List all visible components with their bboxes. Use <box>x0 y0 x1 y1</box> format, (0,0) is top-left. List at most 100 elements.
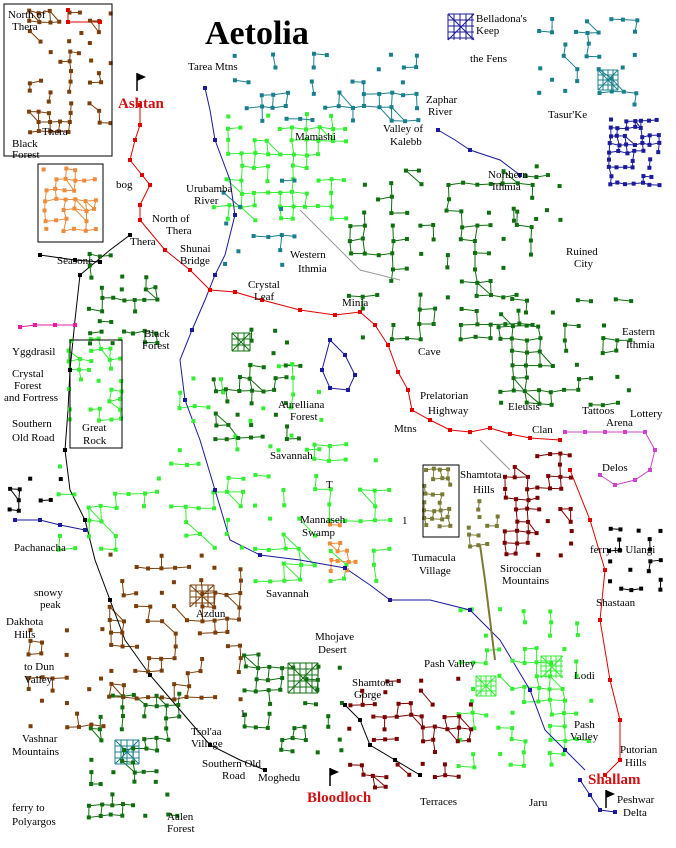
shamtota-hills-room <box>476 543 481 548</box>
aalen-forest-room <box>164 716 169 721</box>
aurelliana-west-room <box>317 447 322 452</box>
central-savannah-room <box>298 577 303 582</box>
dakhota-hills-room <box>147 656 152 661</box>
north-of-thera-inset-room <box>48 50 53 55</box>
central-savannah-room <box>328 549 333 554</box>
northern-ithmia-room <box>389 278 394 283</box>
northern-ithmia-room <box>403 168 408 173</box>
northern-ithmia-link <box>517 182 533 186</box>
tasurke-city-room <box>633 124 638 129</box>
eastern-ithmia-room <box>538 336 543 341</box>
aurelliana-forest-room <box>213 437 218 442</box>
shamtota-gorge-room <box>420 761 425 766</box>
map-label: Ithmia <box>626 339 655 351</box>
tasurke-north-room <box>635 18 640 23</box>
urubamba-river-room <box>213 273 217 277</box>
tasurke-north-room <box>584 19 589 24</box>
dakhota-hills-room <box>238 591 243 596</box>
mhojave-desert-room <box>290 749 295 754</box>
northern-ithmia-room <box>488 181 493 186</box>
northern-ithmia-link <box>476 282 492 296</box>
dakhota-hills-room <box>172 604 177 609</box>
tasurke-north-room <box>573 29 578 34</box>
aurelliana-forest-link <box>225 389 228 402</box>
black-forest-room <box>119 287 124 292</box>
tarea-mtns-room <box>401 65 406 70</box>
mamashi-forest-link <box>226 178 243 195</box>
mamashi-forest-room <box>226 137 231 142</box>
shunai-teal-room <box>279 233 284 238</box>
prelatorian-highway-room <box>358 310 362 314</box>
central-savannah-link <box>330 550 347 566</box>
northern-ithmia-room <box>458 237 463 242</box>
southern-plains-room <box>141 504 146 509</box>
vashnar-mountains-room <box>50 688 55 693</box>
zaphar-river-room <box>518 173 522 177</box>
northern-ithmia-room <box>389 194 394 199</box>
tasurke-north-room <box>563 42 568 47</box>
north-of-thera-inset-room <box>36 11 41 16</box>
aalen-forest-room <box>154 704 159 709</box>
dakhota-hills-room <box>108 552 113 557</box>
north-thera-road-room <box>98 20 102 24</box>
aurelliana-forest-room <box>260 434 265 439</box>
mhojave-desert-room <box>256 652 261 657</box>
mamashi-forest-room <box>304 137 309 142</box>
northern-ithmia-link <box>474 225 478 242</box>
northern-ithmia-room <box>489 293 494 298</box>
tasurke-north-room <box>575 67 580 72</box>
vashnar-mountains-room <box>89 722 94 727</box>
aalen-forest-room <box>166 737 171 742</box>
shastaan-room <box>639 586 644 591</box>
pash-valley-room <box>456 712 461 717</box>
pash-valley-room <box>547 697 552 702</box>
vashnar-mountains-link <box>28 652 42 655</box>
great-rock-room <box>87 367 92 372</box>
dakhota-hills-room <box>187 684 192 689</box>
northern-ithmia-link <box>448 182 464 186</box>
pash-valley-room <box>521 763 526 768</box>
siroccian-mountains-link <box>537 487 551 489</box>
mhojave-desert-room <box>243 664 248 669</box>
tarea-mtns-room <box>377 105 382 110</box>
southern-old-road-room <box>63 448 67 452</box>
southern-plains-room <box>169 504 174 509</box>
northern-ithmia-room <box>530 322 535 327</box>
eastern-ithmia-room <box>524 323 529 328</box>
central-savannah-room <box>281 487 286 492</box>
mhojave-desert-room <box>279 747 284 752</box>
tarea-mtns-room <box>260 104 265 109</box>
northern-ithmia-room <box>362 210 367 215</box>
central-savannah-room <box>374 578 379 583</box>
tarea-mtns-link <box>363 105 380 108</box>
aalen-forest-link <box>165 716 180 719</box>
shamtota-black-room <box>418 773 422 777</box>
aalen-forest-room <box>98 714 103 719</box>
central-savannah-room <box>266 547 271 552</box>
mamashi-forest-link <box>291 140 295 155</box>
map-label: Rock <box>83 435 107 447</box>
central-savannah-room <box>328 579 333 584</box>
north-of-thera-inset-room <box>36 129 41 134</box>
tumacula-village-room <box>437 524 442 529</box>
pash-valley-room <box>498 751 503 756</box>
northern-ithmia-room <box>475 280 480 285</box>
dakhota-hills-room <box>185 618 190 623</box>
dakhota-hills-room <box>107 694 112 699</box>
eastern-ithmia-link <box>550 389 565 393</box>
mannaseh-swamp-room <box>335 549 340 554</box>
northern-ithmia-link <box>391 324 394 340</box>
shamtota-gorge-room <box>382 715 387 720</box>
vashnar-mountains-room <box>26 687 31 692</box>
aalen-forest-room <box>99 738 104 743</box>
vashnar-mountains-room <box>64 675 69 680</box>
siroccian-mountains-room <box>526 519 531 524</box>
tasurke-city-room <box>606 157 611 162</box>
pash-valley-room <box>547 687 552 692</box>
northern-ithmia-room <box>528 238 533 243</box>
northern-ithmia-room <box>459 279 464 284</box>
dakhota-hills-link <box>186 619 203 622</box>
eastern-ithmia-link <box>511 338 528 341</box>
pachanacha-river-room <box>58 523 62 527</box>
